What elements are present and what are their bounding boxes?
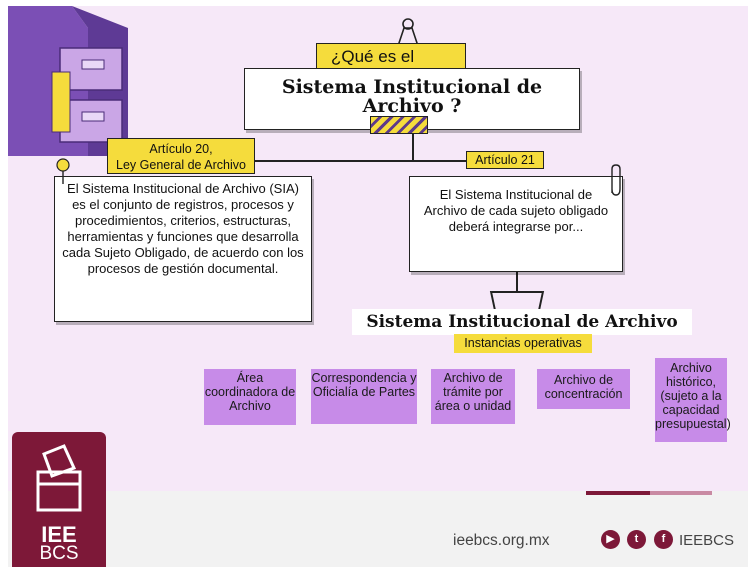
file-cabinet-icon: [8, 6, 128, 156]
ballot-box-icon: [36, 444, 82, 512]
website-link[interactable]: ieebcs.org.mx: [453, 532, 550, 549]
connector-right-card-down: [516, 270, 518, 292]
article-20-line-1: Artículo 20,: [149, 142, 213, 156]
sia-definition-card: El Sistema Institucional de Archivo (SIA…: [54, 176, 312, 322]
connector-title-down: [412, 134, 414, 161]
instance-box: Archivo de trámite por área o unidad: [431, 369, 515, 424]
footer: [8, 491, 748, 567]
pushpin-icon: [56, 158, 70, 184]
title-question-tag: ¿Qué es el: [316, 43, 466, 70]
iee-bcs-logo: IEE BCS: [12, 432, 106, 567]
instance-box: Área coordinadora de Archivo: [204, 369, 296, 425]
instance-box: Archivo de concentración: [537, 369, 630, 409]
title-line-2: Archivo ?: [362, 95, 462, 117]
sia-integration-card: El Sistema Institucional de Archivo de c…: [409, 176, 623, 272]
connector-fork: [492, 291, 542, 293]
logo-text-iee: IEE: [41, 522, 77, 547]
social-handle[interactable]: IEEBCS: [679, 532, 735, 549]
instance-box: Archivo histórico, (sujeto a la capacida…: [655, 358, 731, 442]
paperclip-icon: [611, 164, 621, 196]
twitter-icon[interactable]: t: [627, 530, 646, 549]
footer-accent: [586, 491, 650, 495]
page-title: Sistema Institucional de Archivo ?: [244, 68, 580, 130]
decorative-stripe: [370, 116, 428, 134]
article-20-tag: Artículo 20, Ley General de Archivo: [107, 138, 255, 174]
section-subtitle-tag: Instancias operativas: [454, 334, 592, 353]
binder-clip-icon: [397, 18, 419, 47]
article-21-tag: Artículo 21: [466, 151, 544, 169]
connector-horizontal: [186, 160, 508, 162]
facebook-icon[interactable]: f: [654, 530, 673, 549]
article-20-line-2: Ley General de Archivo: [116, 158, 246, 172]
footer-accent: [650, 491, 712, 495]
title-line-1: Sistema Institucional de: [281, 76, 543, 98]
section-title: Sistema Institucional de Archivo: [352, 309, 692, 335]
logo-text-bcs: BCS: [39, 543, 79, 564]
youtube-icon[interactable]: ▶: [601, 530, 620, 549]
instance-box: Correspondencia y Oficialía de Partes: [311, 369, 417, 424]
